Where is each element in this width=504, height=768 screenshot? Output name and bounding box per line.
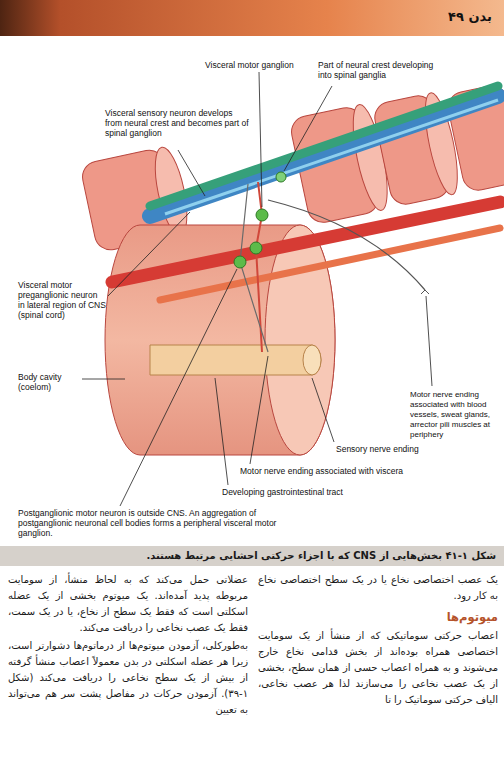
part-label: Postganglionic motor neuron is outside C… (18, 508, 288, 538)
body-paragraph: اعصاب حرکتی سوماتیکی که از منشأ از یک سو… (258, 628, 498, 708)
leader-line (312, 378, 334, 442)
part-label: Visceral motor preganglionic neuron in l… (18, 280, 106, 320)
body-block-face (265, 225, 335, 455)
body-paragraph: عضلاتی حمل می‌کند که به لحاظ منشأ، از سو… (8, 572, 248, 636)
nerve-ending (421, 290, 429, 294)
visceral-sensory-nerve (240, 184, 268, 352)
spinal-ganglion (276, 172, 286, 182)
gastrointestinal-tract (150, 345, 321, 375)
leader-line (215, 378, 228, 485)
blood-vessel (160, 228, 500, 300)
body-paragraph: به‌طورکلی، آزمودن میوتوم‌ها از درماتوم‌ه… (8, 638, 248, 718)
part-label: Motor nerve ending associated with visce… (240, 466, 455, 476)
gut-end (303, 345, 321, 375)
leader-line (108, 212, 190, 296)
leader-line (426, 296, 432, 386)
leader-line (284, 86, 332, 171)
figure-caption: شکل ۱-۴۱ بخش‌هایی از CNS که با اجزاء حرک… (146, 549, 496, 563)
leader-line (250, 356, 268, 464)
leader-line (82, 379, 125, 380)
page-header: بدن ۴۹ (448, 9, 492, 25)
body-paragraph: یک عصب اختصاصی نخاع یا در یک سطح اختصاصی… (258, 572, 498, 604)
part-label: Visceral motor ganglion (205, 60, 325, 70)
neural-crest (150, 86, 498, 206)
text-column: عضلاتی حمل می‌کند که به لحاظ منشأ، از سو… (8, 572, 248, 720)
peripheral-nerve (268, 200, 425, 290)
part-label: Body cavity (coelom) (18, 372, 78, 392)
text-column: یک عصب اختصاصی نخاع یا در یک سطح اختصاصی… (258, 572, 498, 710)
part-label: Part of neural crest developing into spi… (318, 60, 443, 80)
leader-line (120, 269, 237, 506)
part-label: Motor nerve ending associated with blood… (410, 390, 500, 440)
ganglion (250, 242, 262, 254)
leader-line (259, 72, 262, 207)
ganglion (234, 256, 246, 268)
ganglion (256, 209, 268, 221)
part-label: Sensory nerve ending (336, 444, 456, 454)
leader-line (178, 150, 205, 196)
header-bar (0, 0, 504, 36)
caption-bar: شکل ۱-۴۱ بخش‌هایی از CNS که با اجزاء حرک… (0, 546, 504, 566)
part-label: Developing gastrointestinal tract (222, 487, 422, 497)
visceral-motor-nerve (256, 182, 262, 352)
part-label: Visceral sensory neuron develops from ne… (105, 108, 250, 138)
section-heading: میوتوم‌ها (258, 608, 498, 626)
leader-lines (82, 72, 432, 506)
